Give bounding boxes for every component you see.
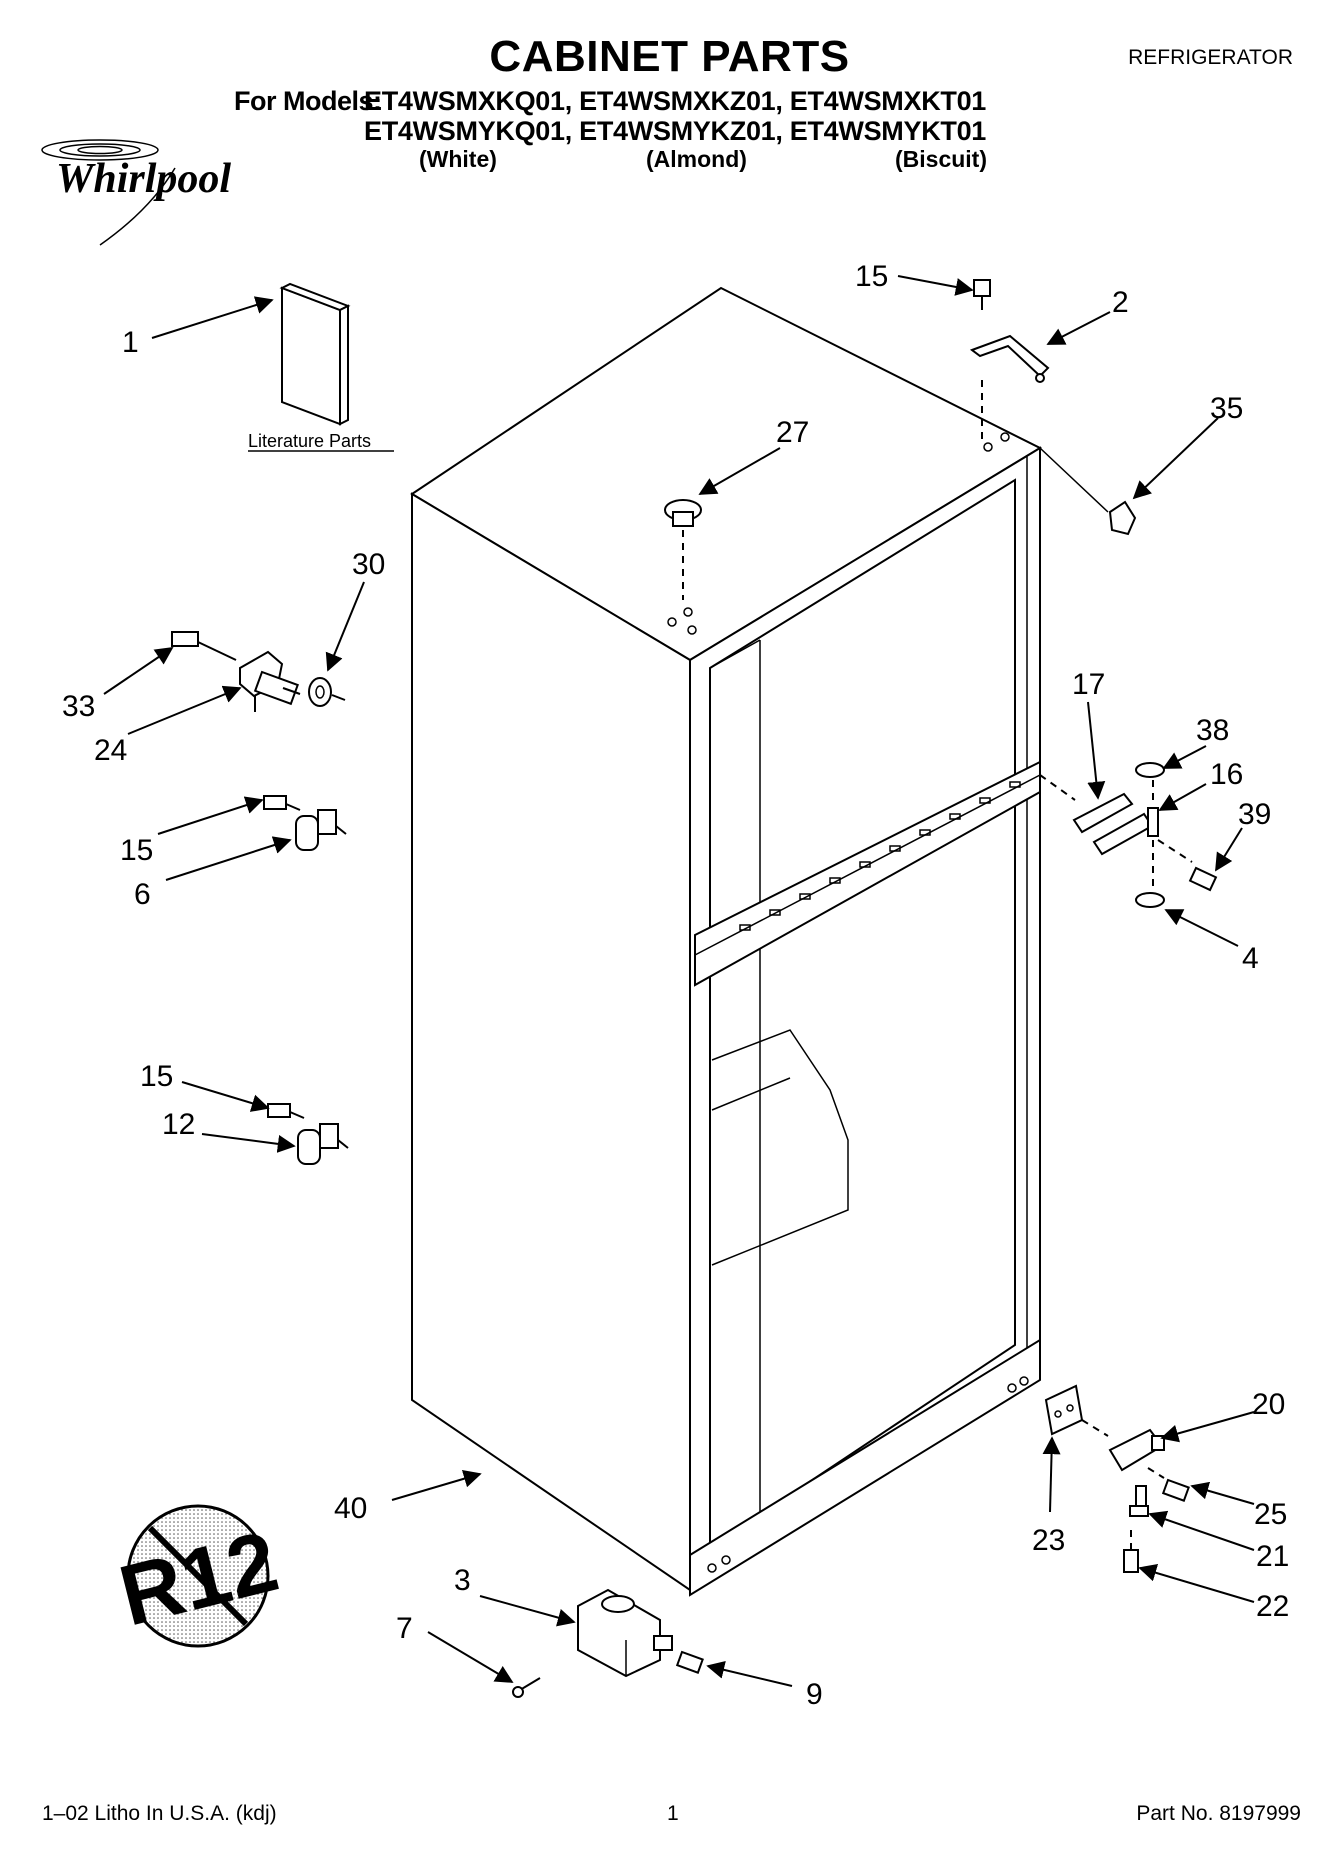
- no-r12-badge: R12: [111, 1504, 287, 1648]
- callout-3: 3: [454, 1564, 471, 1597]
- clip-part: [1108, 500, 1137, 536]
- color-biscuit: (Biscuit): [895, 146, 987, 172]
- callout-33: 33: [62, 690, 95, 723]
- appliance-category: REFRIGERATOR: [1128, 46, 1293, 69]
- leader-lines: [103, 275, 1255, 1687]
- page-title: CABINET PARTS: [489, 32, 850, 81]
- callout-35: 35: [1210, 392, 1243, 425]
- callout-21: 21: [1256, 1540, 1289, 1573]
- callout-7: 7: [396, 1612, 413, 1645]
- callout-24: 24: [94, 734, 127, 767]
- hinge-assembly-6: [263, 795, 347, 851]
- model-list-line-2: ET4WSMYKQ01, ET4WSMYKZ01, ET4WSMYKT01: [364, 116, 987, 146]
- logo-swirl-icon: [41, 139, 159, 161]
- bottom-hinge-assembly: [1044, 1384, 1190, 1573]
- callout-numbers: 1 15 2 27 35 30 33 24 15 6 15 12 17 38 1…: [62, 260, 1289, 1711]
- literature-parts-label: Literature Parts: [248, 431, 371, 451]
- color-almond: (Almond): [646, 146, 747, 172]
- hinge-assembly-12: [267, 1103, 349, 1165]
- callout-40: 40: [334, 1492, 367, 1525]
- leveling-leg-assembly: [512, 1588, 704, 1698]
- callout-16: 16: [1210, 758, 1243, 791]
- print-info: 1–02 Litho In U.S.A. (kdj): [42, 1802, 277, 1825]
- callout-22: 22: [1256, 1590, 1289, 1623]
- cabinet-body: [410, 286, 1043, 1597]
- callout-6: 6: [134, 878, 151, 911]
- callout-12: 12: [162, 1108, 195, 1141]
- door-stop-assembly: [171, 631, 346, 712]
- callout-9: 9: [806, 1678, 823, 1711]
- logo-wordmark: Whirlpool: [56, 156, 231, 202]
- top-hinge-bracket: [969, 279, 1050, 440]
- callout-30: 30: [352, 548, 385, 581]
- callout-38: 38: [1196, 714, 1229, 747]
- callout-39: 39: [1238, 798, 1271, 831]
- callout-2: 2: [1112, 286, 1129, 319]
- callout-15-low: 15: [140, 1060, 173, 1093]
- callout-25: 25: [1254, 1498, 1287, 1531]
- whirlpool-logo: Whirlpool: [41, 139, 231, 246]
- divider-rail: [694, 760, 1041, 987]
- center-hinge-assembly: [1039, 762, 1218, 908]
- callout-4: 4: [1242, 942, 1259, 975]
- callout-20: 20: [1252, 1388, 1285, 1421]
- callout-15-mid: 15: [120, 834, 153, 867]
- color-white: (White): [419, 146, 497, 172]
- part-number: Part No. 8197999: [1136, 1802, 1301, 1825]
- callout-27: 27: [776, 416, 809, 449]
- model-list-line-1: ET4WSMXKQ01, ET4WSMXKZ01, ET4WSMXKT01: [364, 86, 987, 116]
- literature-booklet: Literature Parts: [248, 282, 394, 452]
- callout-15-top: 15: [855, 260, 888, 293]
- page-number: 1: [667, 1802, 679, 1825]
- callout-23: 23: [1032, 1524, 1065, 1557]
- callout-17: 17: [1072, 668, 1105, 701]
- models-label: For Models:: [234, 86, 382, 116]
- callout-1: 1: [122, 326, 139, 359]
- top-plug: [664, 499, 702, 600]
